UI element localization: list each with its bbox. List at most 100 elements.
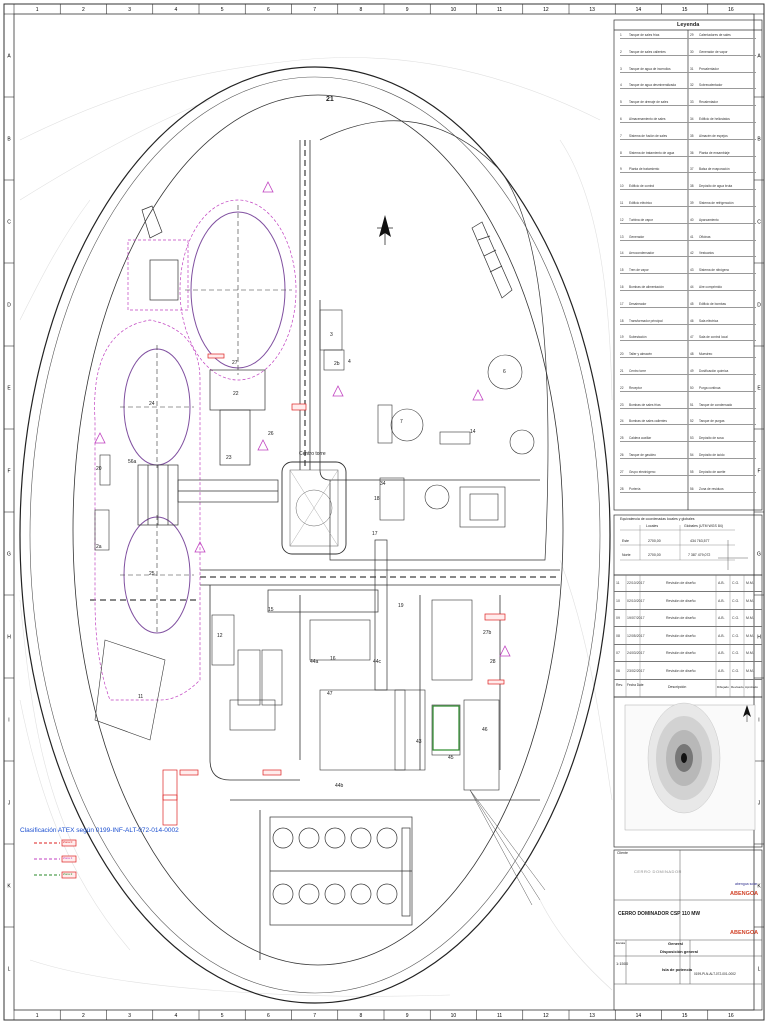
scale-value: 1:1500 — [616, 961, 629, 966]
area-label: 15 — [268, 607, 274, 613]
grid-column-label: 9 — [406, 1013, 409, 1019]
legend-number: 23 — [620, 402, 624, 407]
legend-number: 4 — [620, 83, 622, 88]
atex-note: Clasificación ATEX según 0199-INF-ALT-07… — [20, 827, 179, 834]
grid-row-label: J — [758, 801, 761, 807]
grid-column-label: 16 — [728, 1013, 734, 1019]
legend-label: Depósito de ácido — [699, 453, 725, 457]
area-label: 4 — [348, 359, 351, 365]
legend-label: Aire comprimido — [699, 285, 723, 289]
legend-label: Muestreo — [699, 352, 713, 357]
area-label: 11 — [138, 694, 144, 700]
legend-label: Tanque de agua desmineralizada — [629, 83, 676, 88]
legend-label: Depósito de agua bruta — [699, 184, 733, 189]
legend-number: 6 — [620, 117, 622, 121]
area-label: 20 — [96, 466, 102, 472]
revision-desc: Revisión de diseño — [666, 668, 696, 673]
legend-label: Balsa de evaporación — [699, 167, 730, 172]
legend-number: 50 — [690, 385, 694, 390]
atex-legend-lines — [34, 842, 60, 876]
center-tower-label: Centro torre — [299, 451, 326, 457]
legend-label: Vestuarios — [699, 251, 714, 256]
legend-label: Taller y almacén — [629, 352, 653, 357]
grid-column-label: 10 — [451, 7, 457, 13]
grid-column-label: 3 — [128, 1013, 131, 1019]
legend-label: Almacenamiento de sales — [629, 117, 666, 121]
legend-label: Tanque de drenaje de sales — [629, 100, 669, 105]
legend-label: Desaireador — [629, 301, 647, 306]
legend-number: 19 — [620, 335, 624, 340]
legend-label: Precalentador — [699, 66, 719, 71]
legend-label: Edificio de heliostatos — [699, 117, 730, 121]
legend-number: 34 — [690, 117, 694, 121]
legend-number: 12 — [620, 217, 624, 222]
legend-number: 9 — [620, 167, 622, 172]
revision-date: 22/10/2017 — [627, 581, 645, 585]
legend-label: Edificio de control — [629, 184, 655, 189]
legend-row: 6 Almacenamiento de sales 34 Edificio de he… — [620, 117, 756, 123]
legend-label: Tanque de sales frías — [629, 33, 660, 37]
area-label: 44a — [310, 659, 319, 665]
legend-label: Planta de tratamiento — [629, 167, 660, 172]
legend-number: 35 — [690, 133, 694, 138]
revision-rev: 06 — [616, 668, 620, 673]
legend-number: 13 — [620, 234, 624, 239]
contractor-sub: abengoa solar — [735, 882, 758, 886]
revision-desc: Revisión de diseño — [666, 581, 696, 585]
area-label: 34 — [380, 481, 386, 487]
area-label: 43 — [416, 739, 422, 745]
legend-number: 33 — [690, 100, 694, 105]
coordinates-title: Equivalencia de coordenadas locales y gl… — [620, 517, 695, 521]
legend-number: 27 — [620, 469, 624, 474]
coordinate-table-lines — [620, 525, 748, 570]
grid-column-label: 6 — [267, 1013, 270, 1019]
legend-label: Transformador principal — [629, 318, 663, 323]
legend-label: Bombas de sales frías — [629, 402, 661, 407]
survey-rays — [469, 789, 546, 906]
legend-label: Tanque de purgas — [699, 419, 725, 424]
legend-label: Calentadores de sales — [699, 33, 731, 37]
grid-row-label: L — [8, 967, 11, 973]
legend-label: Sala eléctrica — [699, 318, 719, 323]
legend-number: 52 — [690, 419, 694, 424]
area-label: 27b — [483, 630, 492, 636]
area-label: 45 — [448, 755, 454, 761]
revision-app: M.M. — [746, 651, 754, 655]
grid-column-label: 11 — [497, 7, 502, 13]
legend-number: 51 — [690, 402, 694, 407]
rev-header-date: Fecha Date — [627, 683, 644, 687]
atex-zone-2: Zona 2 — [63, 872, 73, 876]
grid-column-label: 5 — [221, 7, 224, 13]
legend-title: Leyenda — [677, 22, 700, 28]
aerocondenser — [269, 816, 413, 926]
legend-number: 25 — [620, 436, 624, 441]
legend-number: 47 — [690, 335, 694, 340]
legend-label: Aerocondensador — [629, 251, 655, 256]
grid-row-label: C — [757, 220, 761, 226]
revision-app: M.M. — [746, 668, 754, 673]
revision-chk: C.G. — [732, 598, 740, 603]
legend-label: Turbina de vapor — [629, 217, 653, 222]
grid-column-label: 14 — [636, 1013, 642, 1019]
road-centerlines — [90, 140, 560, 601]
legend-label: Edificio de bombas — [699, 301, 726, 306]
legend-label: Sobrecalentador — [699, 83, 723, 88]
revision-desc: Revisión de diseño — [666, 633, 696, 638]
